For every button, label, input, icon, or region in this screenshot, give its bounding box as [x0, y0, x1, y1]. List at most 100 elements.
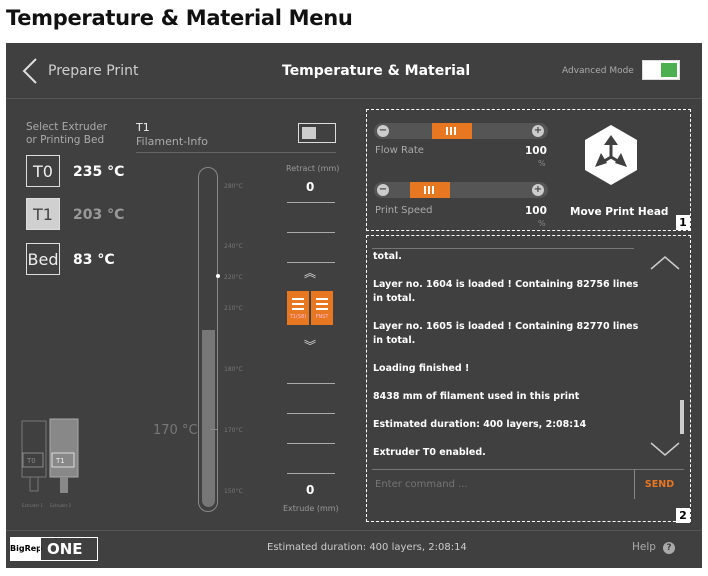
grip — [428, 186, 430, 194]
temperature-fill — [202, 330, 215, 507]
move-print-head-icon[interactable] — [583, 123, 639, 187]
help-button[interactable]: Help — [632, 541, 656, 553]
slider-handle[interactable] — [432, 123, 472, 139]
logo-product: ONE — [40, 537, 98, 561]
grip-bar — [292, 303, 304, 305]
extrude-label: Extrude (mm) — [283, 504, 339, 513]
minus-icon[interactable]: − — [377, 125, 389, 137]
tick-label: 280°C — [224, 183, 243, 190]
console-panel — [366, 235, 691, 522]
divider — [287, 202, 335, 203]
tool-name: T1 — [136, 121, 150, 134]
filament-info-link[interactable]: Filament-Info — [136, 135, 208, 148]
bed-button[interactable]: Bed — [26, 243, 60, 275]
retract-value: 0 — [306, 180, 315, 194]
flow-rate-slider[interactable]: − + — [374, 123, 548, 139]
tick-label: 220°C — [224, 274, 243, 281]
speed-flow-panel — [366, 109, 691, 231]
retract-button[interactable]: T1(S8) — [287, 291, 309, 325]
print-speed-label: Print Speed — [375, 205, 433, 216]
send-button[interactable]: SEND — [634, 469, 684, 499]
button-caption: FNST — [315, 313, 329, 320]
chevron-left-icon[interactable] — [20, 57, 40, 85]
flow-rate-unit: % — [538, 159, 546, 168]
callout-badge-1: 1 — [676, 215, 690, 230]
tick-label: 180°C — [224, 366, 243, 373]
grip — [450, 127, 452, 135]
divider — [287, 262, 335, 263]
divider — [287, 443, 335, 444]
log-line: Layer no. 1605 is loaded ! Containing 82… — [373, 321, 639, 346]
toggle-knob — [302, 127, 316, 139]
toggle-knob — [661, 63, 677, 77]
plus-icon[interactable]: + — [532, 184, 544, 196]
plus-icon[interactable]: + — [532, 125, 544, 137]
footer-bar: BigRep ONE Estimated duration: 400 layer… — [6, 530, 702, 568]
tick-label: 240°C — [224, 243, 243, 250]
grip-bar — [316, 303, 328, 305]
print-speed-slider[interactable]: − + — [374, 182, 548, 198]
back-button[interactable]: Prepare Print — [48, 63, 139, 79]
extrude-button[interactable]: FNST — [311, 291, 333, 325]
printer-screen: Prepare Print Temperature & Material Adv… — [6, 43, 702, 568]
grip — [432, 186, 434, 194]
print-heads-illustration — [21, 418, 79, 493]
chevron-up-icon[interactable]: ︽ — [304, 266, 317, 280]
head-t0-label: T0 — [27, 457, 36, 465]
grip — [454, 127, 456, 135]
chevron-down-icon[interactable] — [649, 441, 681, 457]
target-temp-marker — [216, 274, 220, 278]
divider — [372, 248, 634, 249]
move-print-head-label[interactable]: Move Print Head — [570, 206, 669, 218]
extruder-t1-button[interactable]: T1 — [26, 198, 60, 230]
grip — [424, 186, 426, 194]
console-log[interactable]: total. Layer no. 1604 is loaded ! Contai… — [373, 248, 643, 468]
slider-handle[interactable] — [410, 182, 450, 198]
log-line: Estimated duration: 400 layers, 2:08:14 — [373, 419, 587, 430]
grip-bar — [316, 308, 328, 310]
temperature-slider[interactable] — [198, 167, 218, 512]
help-icon[interactable]: ? — [663, 542, 675, 554]
extrude-value: 0 — [306, 483, 315, 497]
log-line: Loading finished ! — [373, 363, 470, 374]
extruder-t0-button[interactable]: T0 — [26, 155, 60, 187]
grip — [446, 127, 448, 135]
tick-label: 150°C — [224, 488, 243, 495]
divider — [287, 232, 335, 233]
grip-bar — [292, 298, 304, 300]
print-speed-value: 100 — [525, 205, 547, 217]
retract-label: Retract (mm) — [286, 164, 340, 173]
document-title: Temperature & Material Menu — [6, 6, 353, 30]
print-speed-unit: % — [538, 219, 546, 228]
bed-temperature: 83 °C — [73, 252, 115, 268]
log-line: 8438 mm of filament used in this print — [373, 391, 580, 402]
footer-status: Estimated duration: 400 layers, 2:08:14 — [267, 542, 467, 553]
callout-badge-2: 2 — [676, 508, 690, 523]
logo-brand: BigRep — [10, 537, 42, 561]
minus-icon[interactable]: − — [377, 184, 389, 196]
t0-temperature: 235 °C — [73, 164, 125, 180]
head-t1-label: T1 — [56, 457, 65, 465]
command-input[interactable] — [375, 479, 625, 490]
grip-bar — [316, 298, 328, 300]
advanced-mode-label: Advanced Mode — [562, 66, 634, 76]
select-extruder-label: Select Extruder or Printing Bed — [26, 121, 108, 146]
log-line: Layer no. 1604 is loaded ! Containing 82… — [373, 279, 639, 304]
page-title: Temperature & Material — [282, 63, 471, 79]
flow-rate-value: 100 — [525, 145, 547, 157]
tick-label: 210°C — [224, 305, 243, 312]
chevron-down-icon[interactable]: ︾ — [304, 339, 317, 353]
advanced-mode-toggle[interactable] — [642, 60, 680, 80]
tool-enable-toggle[interactable] — [298, 123, 336, 143]
log-line: total. — [373, 251, 402, 262]
bigrep-logo: BigRep ONE — [10, 537, 98, 561]
head-t1-caption: Extruder 2 — [50, 503, 72, 508]
chevron-up-icon[interactable] — [649, 255, 681, 271]
header-bar: Prepare Print Temperature & Material Adv… — [6, 43, 702, 99]
t1-temperature: 203 °C — [73, 207, 125, 223]
current-temperature: 170 °C — [153, 423, 198, 438]
scrollbar-thumb[interactable] — [680, 400, 684, 434]
divider — [136, 152, 336, 153]
divider — [287, 383, 335, 384]
tick-label: 170°C — [224, 427, 243, 434]
